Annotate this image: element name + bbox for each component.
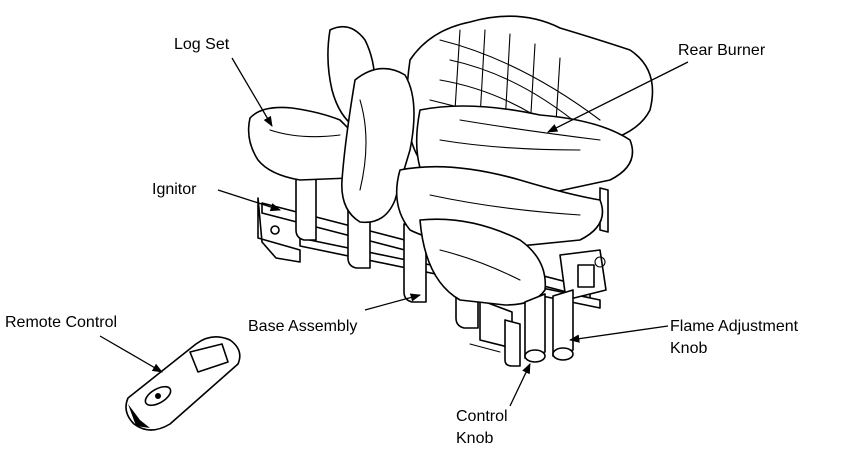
remote-control-illustration [125, 336, 241, 431]
flame-adjustment-knob-label: Flame Adjustment Knob [670, 318, 803, 357]
control-knob-illustration [524, 293, 546, 363]
control-knob-label: Control Knob [456, 408, 512, 447]
rear-burner-label: Rear Burner [678, 42, 766, 59]
flame-adjustment-knob-leader [568, 325, 669, 343]
remote-control-leader [99, 335, 163, 373]
flame-adjustment-knob-label-line1: Flame Adjustment [670, 318, 799, 335]
rear-burner-leader [547, 61, 689, 133]
flame-adjustment-knob-label-line2: Knob [670, 340, 707, 357]
control-knob-leader [509, 363, 531, 407]
ignitor-leader [217, 189, 281, 212]
base-assembly-leader [364, 293, 422, 311]
base-assembly-label: Base Assembly [248, 318, 357, 335]
log-set-leader [231, 57, 273, 127]
remote-control-label: Remote Control [5, 314, 117, 331]
log-set-label: Log Set [174, 36, 230, 53]
control-knob-label-line2: Knob [456, 430, 493, 447]
valve-assembly-illustration [559, 249, 607, 301]
flame-adjustment-knob-illustration [552, 289, 574, 361]
ignitor-label: Ignitor [152, 181, 197, 198]
control-knob-label-line1: Control [456, 408, 508, 425]
log-set-illustration [247, 15, 654, 306]
